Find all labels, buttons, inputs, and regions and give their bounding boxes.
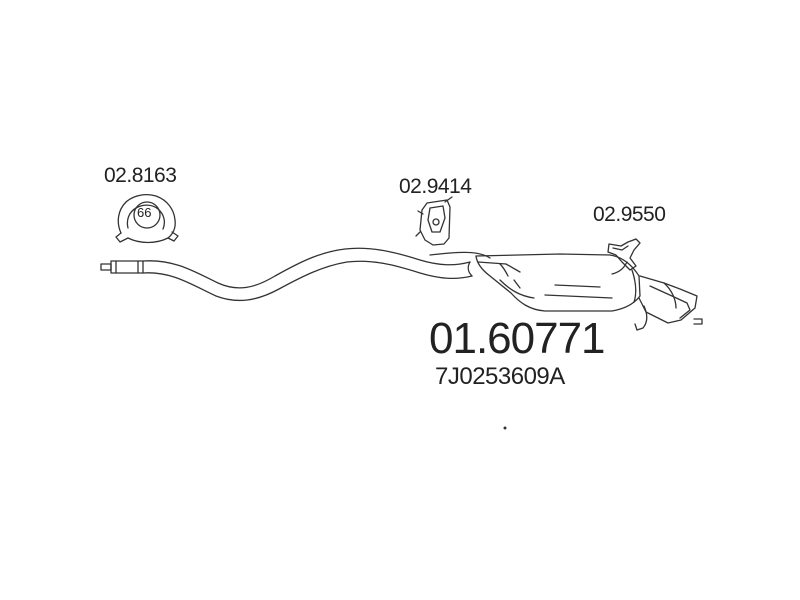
rubber-mount-icon xyxy=(415,196,453,246)
clamp-part-number: 02.8163 xyxy=(104,164,177,187)
stray-dot xyxy=(503,426,507,430)
bracket-icon xyxy=(607,238,641,271)
leader-lines xyxy=(429,251,628,275)
oem-reference: 7J0253609A xyxy=(435,363,565,390)
bracket-part-number: 02.9550 xyxy=(593,203,666,226)
rear-muffler xyxy=(475,253,703,331)
clamp-icon xyxy=(115,194,179,244)
clamp-diameter: 66 xyxy=(137,205,152,220)
main-part-number: 01.60771 xyxy=(429,314,606,363)
exhaust-pipe xyxy=(100,247,473,302)
rubber-mount-part-number: 02.9414 xyxy=(399,175,472,198)
